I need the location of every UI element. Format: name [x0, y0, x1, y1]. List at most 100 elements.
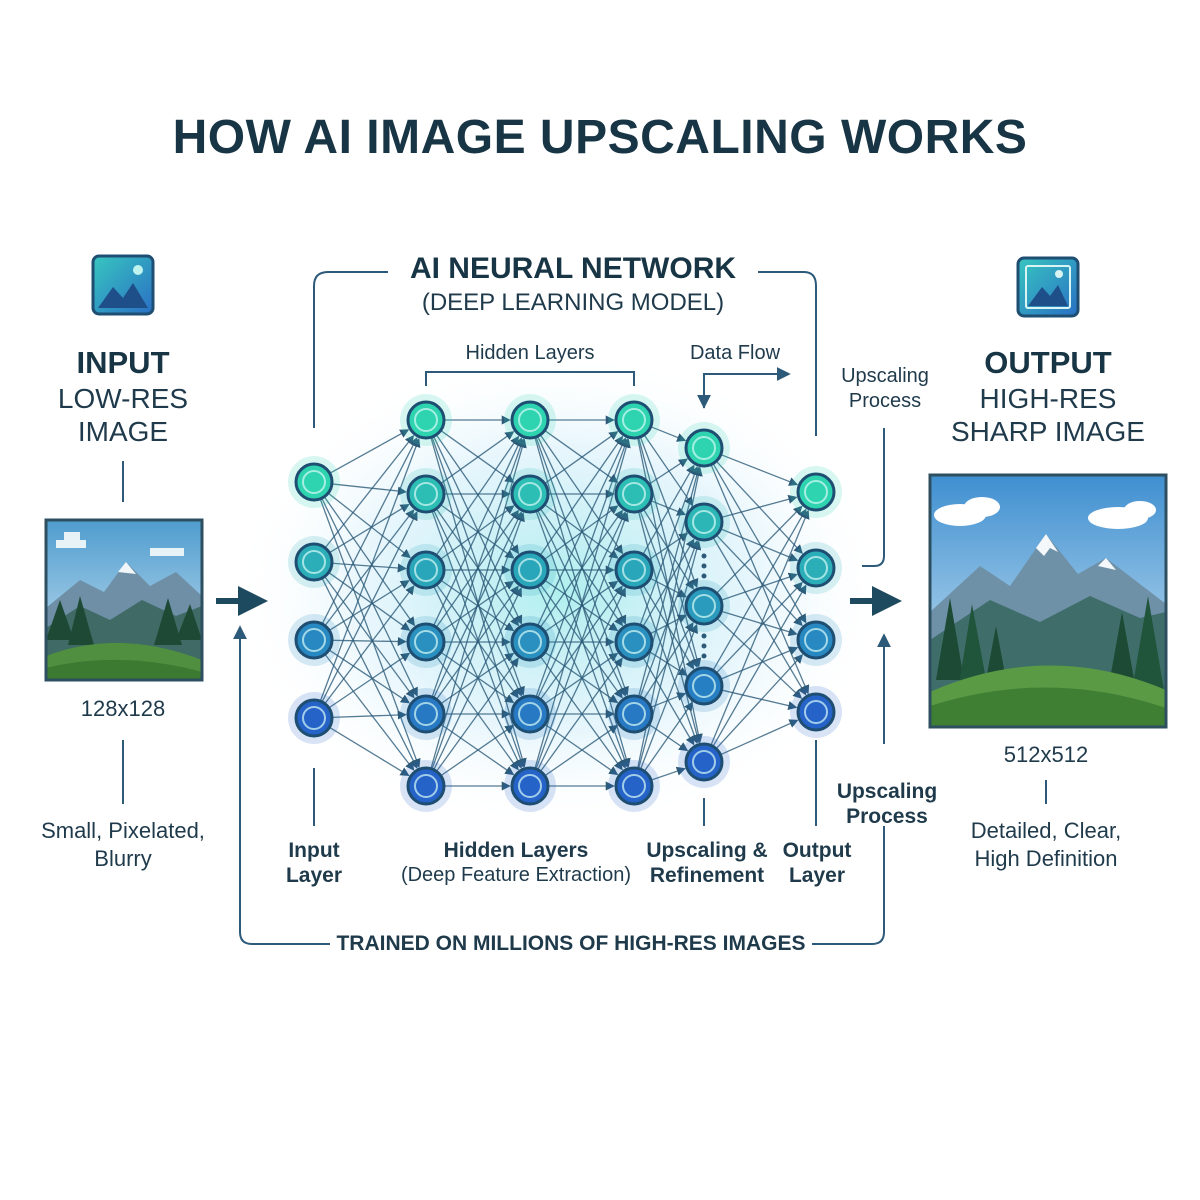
network-node	[400, 760, 452, 812]
network-edge	[637, 540, 702, 769]
network-edge	[721, 494, 798, 518]
network-edge	[321, 511, 418, 703]
low-res-frame	[44, 518, 204, 682]
network-edge	[544, 431, 619, 485]
network-edge	[324, 435, 415, 549]
network-edge	[435, 435, 520, 556]
network-edge	[431, 512, 525, 770]
network-edge	[440, 504, 515, 559]
network-edge	[537, 437, 627, 626]
network-edge	[331, 636, 407, 647]
network-edge	[720, 453, 799, 486]
upscaling-process-top-line2: Process	[848, 390, 922, 412]
network-node	[288, 692, 340, 744]
network-edge	[319, 498, 421, 769]
network-node	[504, 468, 556, 520]
network-edge	[639, 466, 699, 626]
network-node	[678, 660, 730, 712]
network-edge	[643, 701, 694, 772]
output-heading: OUTPUT	[984, 345, 1112, 380]
network-edge	[433, 509, 523, 697]
network-node	[790, 466, 842, 518]
network-node	[288, 614, 340, 666]
network-edge	[433, 585, 522, 769]
network-node	[400, 688, 452, 740]
network-edge	[328, 571, 411, 631]
network-node	[288, 456, 340, 508]
network-node	[678, 496, 730, 548]
network-edge	[650, 426, 687, 442]
high-res-image	[930, 475, 1166, 727]
network-node	[400, 544, 452, 596]
network-node	[608, 544, 660, 596]
output-layer-label-line1: Output	[782, 839, 852, 862]
input-layer-label-line2: Layer	[285, 864, 343, 887]
network-node	[678, 422, 730, 474]
training-caption: TRAINED ON MILLIONS OF HIGH-RES IMAGES	[336, 932, 806, 955]
network-edge	[430, 438, 527, 769]
network-edge	[324, 576, 415, 699]
network-edge	[650, 500, 687, 516]
network-edge	[544, 652, 619, 705]
network-edge	[544, 651, 619, 704]
input-desc-line2: Blurry	[94, 846, 152, 871]
network-edge	[535, 510, 629, 768]
output-line2: SHARP IMAGE	[951, 416, 1145, 447]
network-edge	[329, 429, 410, 474]
training-loop-right	[812, 826, 885, 945]
network-edge	[720, 719, 799, 756]
network-node	[790, 686, 842, 738]
network-bracket-left	[313, 271, 388, 428]
upscaling-process-connector-top	[862, 428, 885, 567]
network-node	[608, 394, 660, 446]
network-edge	[319, 437, 421, 702]
upscaling-process-top-line1: Upscaling	[841, 365, 929, 387]
hidden-layers-top-label: Hidden Layers	[465, 342, 595, 364]
network-edge	[544, 504, 619, 559]
hidden-layers-label-line2: (Deep Feature Extraction)	[400, 864, 632, 886]
output-image-icon	[1016, 256, 1080, 318]
network-edge	[535, 512, 629, 770]
network-node	[790, 542, 842, 594]
network-edge	[328, 652, 411, 709]
network-node	[608, 688, 660, 740]
network-node	[608, 616, 660, 668]
network-edge	[329, 726, 410, 777]
upscaling-process-bottom-line1: Upscaling	[836, 780, 938, 803]
network-node	[504, 688, 556, 740]
network-edge	[440, 723, 515, 776]
network-edge	[535, 436, 629, 696]
hidden-layers-bracket	[425, 371, 635, 386]
network-edge	[324, 653, 415, 771]
network-edge	[710, 509, 810, 746]
refinement-ellipsis	[701, 553, 707, 659]
network-node	[790, 614, 842, 666]
network-edge	[544, 724, 619, 777]
network-edge	[440, 431, 515, 485]
network-edge	[643, 622, 694, 700]
input-heading: INPUT	[76, 345, 170, 380]
low-res-image	[46, 520, 202, 680]
output-desc-line1: Detailed, Clear,	[970, 818, 1122, 843]
network-edge	[431, 510, 525, 768]
network-edge	[721, 610, 798, 637]
network-edge	[327, 492, 411, 559]
network-edge	[544, 429, 619, 483]
network-node	[504, 616, 556, 668]
training-loop-left	[233, 625, 330, 945]
network-node	[678, 580, 730, 632]
network-edge	[537, 436, 627, 625]
network-edge	[324, 585, 415, 705]
hidden-layers-label-line1: Hidden Layers	[443, 839, 589, 862]
network-edge	[440, 724, 515, 777]
data-flow-label: Data Flow	[689, 342, 781, 364]
network-edge	[537, 587, 626, 771]
page-title: HOW AI IMAGE UPSCALING WORKS	[172, 111, 1028, 164]
network-edge	[431, 438, 525, 698]
network-edge	[639, 436, 699, 589]
network-edge	[323, 496, 416, 627]
input-desc-line1: Small, Pixelated,	[41, 818, 205, 843]
network-edge	[720, 572, 798, 601]
network-edge	[539, 435, 624, 556]
